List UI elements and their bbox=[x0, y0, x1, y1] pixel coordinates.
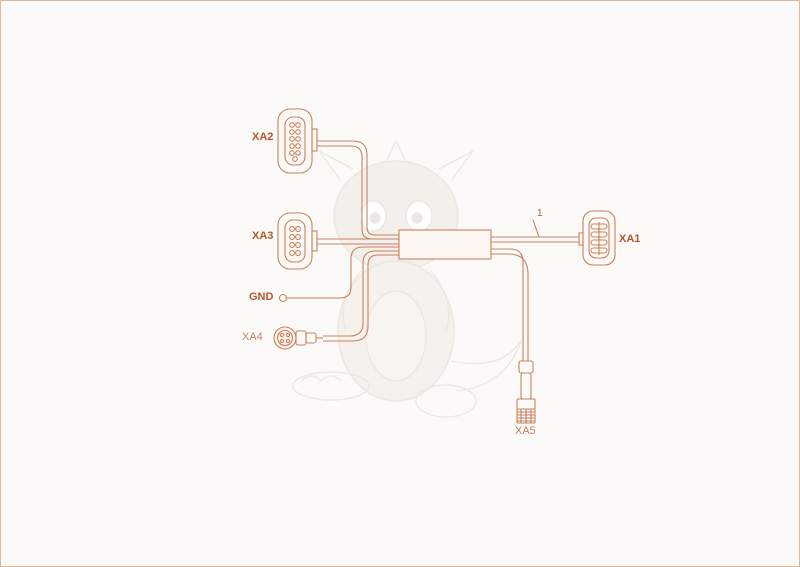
harness-wiring bbox=[273, 108, 616, 424]
cable-wires bbox=[278, 140, 579, 361]
xa4-label: XA4 bbox=[242, 331, 263, 343]
xa4-connector bbox=[273, 326, 323, 350]
xa3-label: XA3 bbox=[252, 230, 274, 242]
xa1-connector bbox=[578, 210, 616, 266]
junction-box bbox=[398, 229, 492, 260]
gnd-label: GND bbox=[249, 291, 274, 303]
xa2-connector bbox=[277, 108, 318, 174]
cable-1-label: 1 bbox=[537, 208, 543, 219]
xa5-label: XA5 bbox=[515, 425, 536, 437]
xa5-connector bbox=[516, 360, 536, 424]
dragon-mascot-watermark bbox=[292, 139, 522, 418]
xa2-label: XA2 bbox=[252, 131, 274, 143]
xa1-label: XA1 bbox=[619, 233, 641, 245]
xa3-connector bbox=[277, 212, 318, 270]
